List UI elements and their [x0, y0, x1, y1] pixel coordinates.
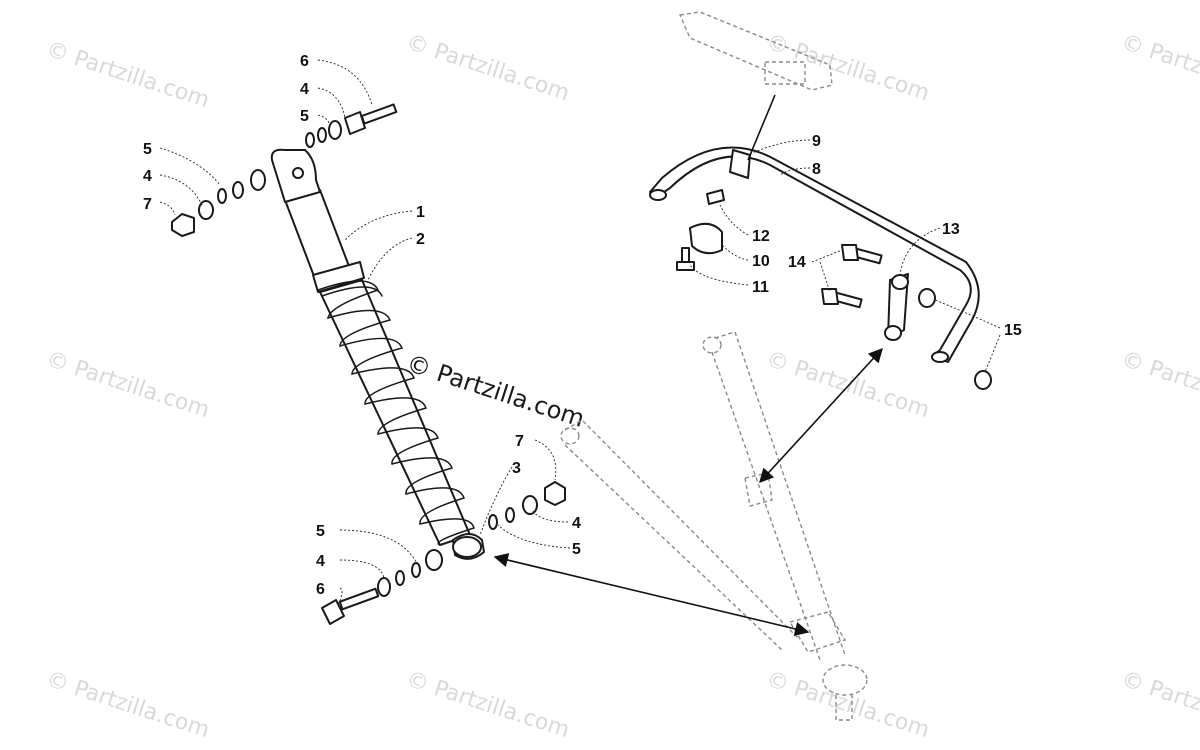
link-bolts[interactable]: [821, 244, 883, 309]
frame-ghost-upper: [678, 11, 833, 91]
upper-bolt[interactable]: [344, 103, 398, 135]
watermark-group: © Partzilla.com © Partzilla.com © Partzi…: [43, 30, 1200, 743]
callout-5: 5: [572, 541, 581, 558]
watermark: © Partzilla.com: [763, 30, 932, 106]
watermark: © Partzilla.com: [1118, 30, 1200, 106]
upper-left-hardware[interactable]: [171, 169, 266, 237]
callout-5: 5: [300, 108, 309, 125]
watermark: © Partzilla.com: [43, 37, 212, 113]
shock-absorber[interactable]: [270, 148, 485, 560]
bracket-bolt[interactable]: [676, 247, 695, 271]
callout-1: 1: [416, 204, 425, 221]
callout-3: 3: [512, 460, 521, 477]
callout-4: 4: [143, 168, 152, 185]
sway-bar[interactable]: [649, 146, 980, 363]
watermark: © Partzilla.com: [43, 347, 212, 423]
lower-bolt[interactable]: [321, 587, 380, 625]
sway-bar-bushing[interactable]: [706, 189, 725, 205]
sway-bar-link[interactable]: [884, 273, 909, 341]
sway-bar-clamp[interactable]: [729, 149, 751, 179]
watermark: © Partzilla.com: [403, 30, 572, 106]
callout-5: 5: [316, 523, 325, 540]
watermark: © Partzilla.com: [1118, 667, 1200, 743]
watermark: © Partzilla.com: [403, 667, 572, 743]
lower-right-hardware[interactable]: [488, 481, 566, 530]
upper-washers[interactable]: [305, 120, 342, 148]
watermark: © Partzilla.com: [43, 667, 212, 743]
center-watermark: © Partzilla.com: [403, 349, 588, 433]
callout-7: 7: [143, 196, 152, 213]
callouts: 6 4 5 5 4 7 1 2 3 7 4 5 5 4 6 9 8 12 10 …: [143, 53, 1022, 598]
watermark: © Partzilla.com: [763, 347, 932, 423]
leader-lines: [159, 59, 1001, 606]
callout-2: 2: [416, 231, 425, 248]
callout-7: 7: [515, 433, 524, 450]
bushing[interactable]: [452, 536, 482, 558]
watermark: © Partzilla.com: [763, 667, 932, 743]
callout-13: 13: [942, 221, 960, 238]
callout-10: 10: [752, 253, 770, 270]
callout-4: 4: [572, 515, 581, 532]
callout-6: 6: [300, 53, 309, 70]
reference-arrows: [493, 94, 883, 636]
lower-left-washers[interactable]: [377, 549, 443, 597]
callout-4: 4: [316, 553, 325, 570]
a-arm-ghost: [560, 331, 868, 721]
callout-6: 6: [316, 581, 325, 598]
callout-5: 5: [143, 141, 152, 158]
sway-bar-bracket[interactable]: [689, 222, 723, 255]
watermark: © Partzilla.com: [1118, 347, 1200, 423]
callout-9: 9: [812, 133, 821, 150]
callout-4: 4: [300, 81, 309, 98]
callout-14: 14: [788, 254, 806, 271]
coil-spring[interactable]: [317, 280, 475, 546]
callout-11: 11: [752, 279, 769, 296]
callout-8: 8: [812, 161, 821, 178]
callout-15: 15: [1004, 322, 1022, 339]
link-nuts[interactable]: [918, 288, 992, 390]
callout-12: 12: [752, 228, 770, 245]
